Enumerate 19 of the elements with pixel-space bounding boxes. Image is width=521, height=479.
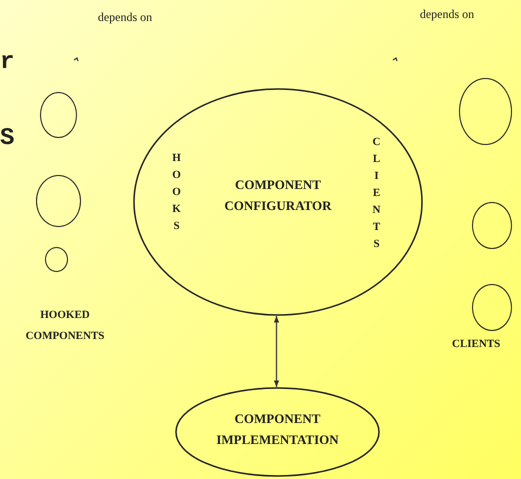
circle-node — [36, 175, 81, 227]
circle-node — [472, 202, 512, 249]
hooks-label: HOOKS — [171, 151, 182, 234]
annotation-text: depends on — [418, 6, 476, 23]
circle-node — [459, 78, 512, 145]
circle-node — [40, 92, 77, 138]
double-arrow — [274, 316, 280, 387]
group-label: HOOKED COMPONENTS — [24, 308, 106, 344]
cut-off-letter: r — [0, 48, 14, 78]
configurator-ellipse — [133, 88, 423, 316]
node-title: COMPONENT IMPLEMENTATION — [215, 410, 340, 449]
clients-label: CLIENTS — [372, 135, 382, 252]
node-title: COMPONENT CONFIGURATOR — [223, 176, 333, 215]
circle-node — [472, 284, 512, 331]
annotation-text: depends on — [96, 9, 154, 26]
cut-off-letter: S — [0, 124, 16, 154]
group-label: CLIENTS — [452, 337, 502, 352]
implementation-ellipse — [175, 387, 380, 477]
circle-node — [45, 247, 68, 272]
